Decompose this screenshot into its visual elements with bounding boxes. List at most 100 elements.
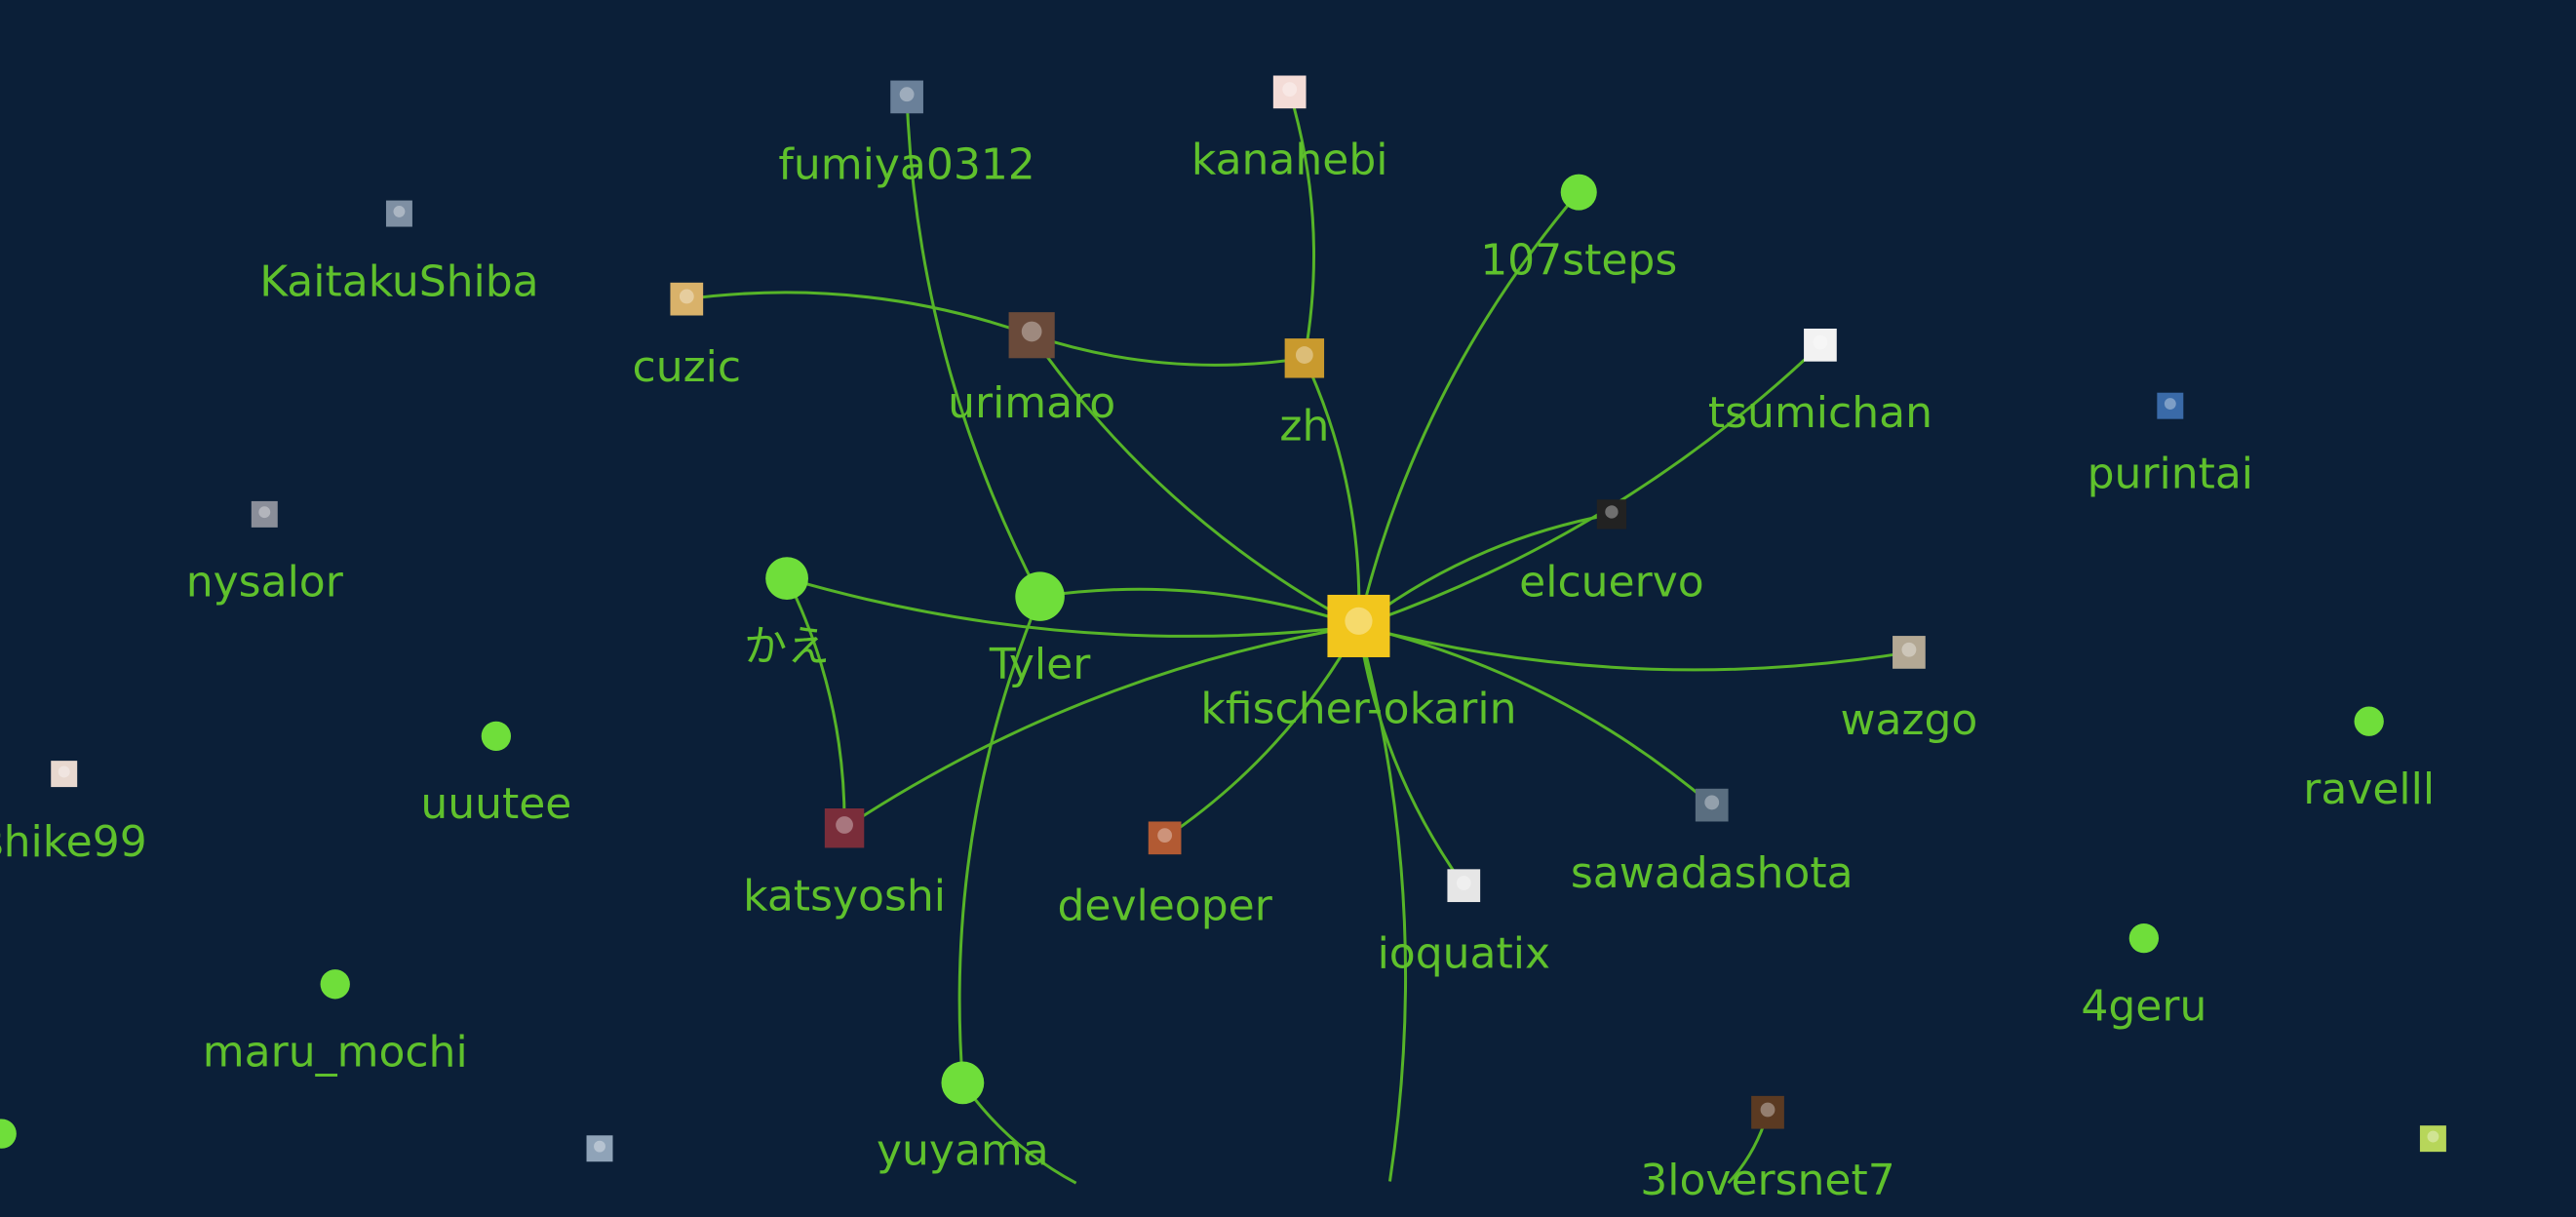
person-photo-icon[interactable] xyxy=(1148,821,1182,855)
person-photo-icon[interactable] xyxy=(1751,1095,1784,1129)
node-label: elcuervo xyxy=(1519,558,1704,608)
graph-node[interactable]: urimaro xyxy=(948,312,1115,428)
person-photo-icon[interactable] xyxy=(385,200,412,227)
person-photo-icon[interactable] xyxy=(51,761,78,788)
graph-edge xyxy=(1039,587,1359,628)
graph-node[interactable]: かえ xyxy=(744,557,830,671)
graph-edge xyxy=(957,596,1041,1083)
graph-node[interactable]: fumiya0312 xyxy=(778,80,1035,190)
character-icon[interactable] xyxy=(1804,328,1837,362)
node-label: maru_mochi xyxy=(203,1028,468,1078)
person-photo-icon[interactable] xyxy=(1284,338,1325,378)
person-photo-icon[interactable] xyxy=(890,80,923,114)
graph-edge xyxy=(1357,625,1408,1182)
graph-edge xyxy=(1303,357,1361,627)
graph-node[interactable]: zh xyxy=(1279,338,1329,451)
node-dot[interactable] xyxy=(481,721,512,752)
node-dot[interactable] xyxy=(1015,571,1065,621)
avatar-face-hint xyxy=(1704,795,1720,810)
graph-node[interactable]: KaitakuShiba xyxy=(259,200,539,307)
avatar-face-hint xyxy=(2164,398,2176,410)
node-label: devleoper xyxy=(1057,882,1272,931)
crow-icon[interactable] xyxy=(1596,499,1627,530)
avatar-face-hint xyxy=(58,766,70,778)
node-dot[interactable] xyxy=(941,1061,985,1105)
node-dot[interactable] xyxy=(765,557,808,601)
node-label: kfischer-okarin xyxy=(1200,684,1516,733)
node-dot[interactable] xyxy=(1560,174,1597,211)
avatar-face-hint xyxy=(258,506,271,519)
character-icon[interactable] xyxy=(2157,392,2184,419)
graph-node[interactable]: shike99 xyxy=(0,761,147,867)
node-label: ioquatix xyxy=(1378,928,1550,978)
graph-node[interactable] xyxy=(2419,1125,2446,1153)
node-label: Tyler xyxy=(989,640,1091,689)
graph-node[interactable]: kfischer-okarin xyxy=(1200,594,1516,733)
avatar-face-hint xyxy=(1813,334,1828,350)
person-photo-icon[interactable] xyxy=(824,807,865,848)
graph-node[interactable]: ravelll xyxy=(2303,706,2435,814)
person-photo-icon[interactable] xyxy=(586,1135,613,1162)
graph-node[interactable]: ioquatix xyxy=(1378,869,1550,978)
leaf-icon[interactable] xyxy=(2419,1125,2446,1153)
graph-edge xyxy=(905,97,1041,598)
graph-node[interactable]: maru_mochi xyxy=(203,969,468,1078)
graph-node[interactable]: 4geru xyxy=(2081,923,2206,1031)
graph-node[interactable]: uuutee xyxy=(420,721,571,829)
graph-node[interactable]: kanahebi xyxy=(1191,75,1388,185)
graph-edge xyxy=(1288,91,1315,359)
node-dot[interactable] xyxy=(320,969,350,1000)
graph-node[interactable]: cuzic xyxy=(633,282,742,392)
avatar-face-hint xyxy=(1157,828,1173,844)
graph-node[interactable]: devleoper xyxy=(1057,821,1273,931)
graph-node[interactable]: purintai xyxy=(2088,392,2253,499)
sketch-icon[interactable] xyxy=(1272,75,1307,109)
graph-node[interactable]: 3loversnet7 xyxy=(1640,1095,1895,1205)
graph-edge xyxy=(786,576,1359,638)
node-label: uuutee xyxy=(420,779,571,829)
graph-node[interactable]: sawadashota xyxy=(1571,788,1854,898)
graph-edge xyxy=(1163,625,1360,840)
avatar-face-hint xyxy=(1345,607,1373,635)
graph-edge xyxy=(843,624,1359,830)
graph-edge xyxy=(1358,624,1713,806)
avatar-face-hint xyxy=(2427,1130,2439,1143)
graph-edge xyxy=(785,577,846,829)
avatar-face-hint xyxy=(393,205,406,217)
graph-node[interactable]: tsumichan xyxy=(1708,328,1932,438)
avatar-face-hint xyxy=(1760,1102,1776,1118)
graph-node[interactable]: 107steps xyxy=(1480,174,1677,286)
node-label: shike99 xyxy=(0,817,147,867)
person-photo-icon[interactable] xyxy=(1008,312,1055,359)
graph-edge xyxy=(1356,191,1581,627)
node-dot[interactable] xyxy=(2128,923,2160,954)
character-icon[interactable] xyxy=(1447,869,1481,903)
avatar-face-hint xyxy=(1901,642,1917,657)
anime-face-icon[interactable] xyxy=(1327,594,1390,657)
node-label: purintai xyxy=(2088,449,2253,498)
graph-node[interactable]: nysalor xyxy=(186,500,344,608)
box-icon[interactable] xyxy=(670,282,704,316)
node-label: tsumichan xyxy=(1708,388,1932,438)
node-label: 107steps xyxy=(1480,235,1677,285)
graph-node[interactable]: yuyama xyxy=(877,1061,1049,1176)
graph-node[interactable]: katsyoshi xyxy=(743,807,946,921)
graph-node[interactable]: elcuervo xyxy=(1519,499,1704,608)
person-photo-icon[interactable] xyxy=(1695,788,1729,822)
graph-nodes: fumiya0312 kanahebi 107steps KaitakuShiba cu… xyxy=(0,75,2446,1205)
person-photo-icon[interactable] xyxy=(251,500,278,528)
node-label: katsyoshi xyxy=(743,871,946,921)
node-label: sawadashota xyxy=(1571,848,1854,898)
node-dot[interactable] xyxy=(2354,706,2384,736)
graph-node[interactable] xyxy=(0,1119,17,1149)
node-label: 4geru xyxy=(2081,981,2206,1031)
graph-node[interactable]: Tyler xyxy=(989,571,1091,689)
node-label: nysalor xyxy=(186,558,344,608)
graph-edge xyxy=(1030,334,1360,628)
graph-node[interactable] xyxy=(586,1135,613,1162)
graph-node[interactable]: wazgo xyxy=(1840,636,1977,745)
person-photo-icon[interactable] xyxy=(1893,636,1926,669)
node-label: 3loversnet7 xyxy=(1640,1156,1894,1205)
node-dot[interactable] xyxy=(0,1119,17,1149)
